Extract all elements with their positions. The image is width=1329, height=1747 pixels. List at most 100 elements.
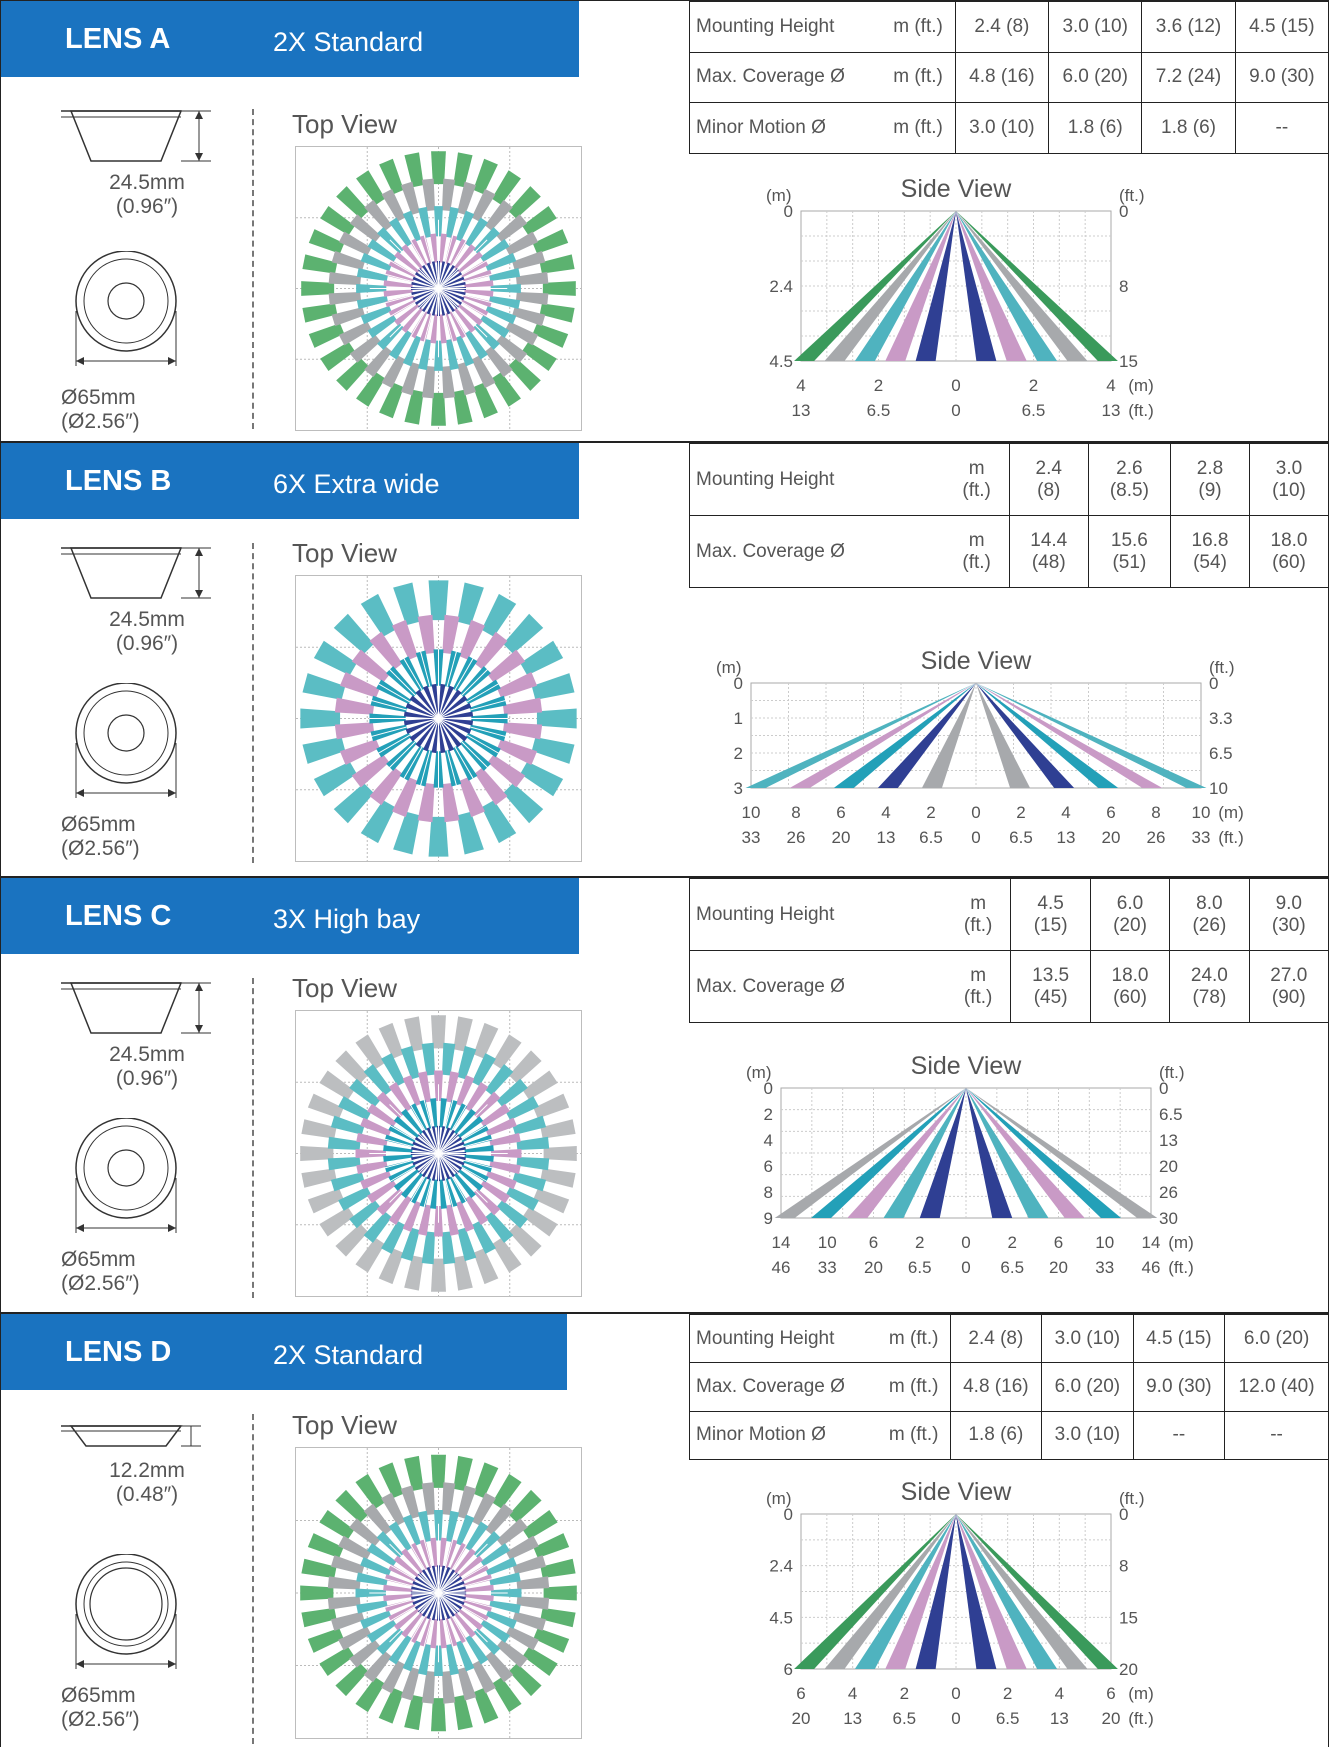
coverage-zone	[463, 1574, 493, 1587]
coverage-zone	[506, 1535, 539, 1560]
bottom-tick-m: (m)	[1128, 376, 1153, 395]
spec-value: 3.6 (12)	[1141, 1, 1236, 53]
bottom-tick-m: 4	[1061, 803, 1070, 822]
coverage-zone	[438, 1581, 465, 1593]
spec-value: 3.0(10)	[1249, 443, 1329, 516]
coverage-zone	[426, 1593, 439, 1620]
spec-value: 3.0 (10)	[954, 102, 1050, 154]
coverage-zone	[333, 783, 374, 824]
coverage-zone	[367, 1180, 397, 1204]
right-tick: 3.3	[1209, 709, 1233, 728]
coverage-zone	[360, 305, 392, 325]
coverage-zone	[414, 288, 439, 305]
bottom-tick-ft: 6.5	[1000, 1258, 1024, 1277]
coverage-zone	[465, 217, 488, 247]
left-tick: 4.5	[769, 352, 793, 371]
top-view-label: Top View	[292, 109, 398, 139]
coverage-zone	[328, 271, 362, 286]
coverage-zone	[438, 272, 463, 289]
coverage-zone	[335, 1050, 369, 1084]
divider	[252, 543, 254, 863]
coverage-zone	[453, 307, 476, 333]
coverage-zone	[388, 259, 417, 278]
coverage-zone	[393, 1169, 420, 1191]
bottom-tick-m: 10	[1095, 1233, 1114, 1252]
bottom-tick-ft: 0	[951, 401, 960, 420]
coverage-zone	[431, 1698, 446, 1732]
coverage-zone	[489, 1572, 521, 1586]
coverage-zone	[331, 250, 365, 270]
coverage-zone	[383, 1145, 413, 1153]
spec-value: --	[1224, 1410, 1329, 1461]
coverage-zone	[431, 392, 446, 426]
spec-value: 27.0(90)	[1248, 950, 1329, 1023]
right-tick: 6.5	[1209, 744, 1233, 763]
coverage-zone	[393, 582, 420, 626]
coverage-zone	[441, 1042, 456, 1076]
diameter-mm: Ø65mm	[61, 813, 136, 836]
coverage-zone	[515, 271, 549, 286]
coverage-zone	[391, 777, 418, 818]
coverage-zone	[401, 1172, 423, 1199]
right-tick: 15	[1119, 1608, 1138, 1627]
coverage-zone	[489, 1132, 521, 1147]
coverage-zone	[356, 268, 388, 282]
coverage-zone	[360, 1557, 392, 1576]
coverage-zone	[384, 1134, 414, 1148]
right-tick: 0	[1159, 1079, 1168, 1098]
coverage-zone	[381, 1053, 406, 1086]
spec-value: 18.0(60)	[1089, 950, 1171, 1023]
bottom-tick-ft: 6.5	[867, 401, 891, 420]
spec-value: 2.4 (8)	[949, 1313, 1043, 1364]
bottom-tick-ft: 33	[742, 828, 761, 847]
coverage-zone	[457, 1045, 477, 1080]
coverage-zone	[457, 303, 483, 326]
bottom-tick-ft: 20	[1049, 1258, 1068, 1277]
spec-unit: m (ft.)	[877, 1410, 951, 1461]
coverage-zone	[505, 321, 539, 346]
bottom-tick-m: 0	[951, 376, 960, 395]
lens-profile-diagram	[61, 982, 211, 1034]
coverage-zone	[441, 1231, 456, 1265]
lens-c-banner: LENS C 3X High bay	[1, 878, 579, 954]
detection-beam	[956, 211, 1027, 361]
coverage-zone	[415, 718, 439, 748]
spec-unit: m(ft.)	[945, 878, 1012, 951]
bottom-tick-m: 0	[971, 803, 980, 822]
height-in: (0.96″)	[115, 195, 179, 218]
bottom-tick-ft: 46	[772, 1258, 791, 1277]
lens-d-banner: LENS D 2X Standard	[1, 1314, 567, 1390]
coverage-zone	[327, 1576, 361, 1590]
coverage-zone	[438, 1593, 456, 1617]
coverage-zone	[400, 1667, 420, 1701]
spec-unit: m (ft.)	[881, 1, 956, 53]
coverage-zone	[419, 1178, 433, 1208]
bottom-tick-m: 2	[926, 803, 935, 822]
coverage-zone	[540, 1168, 576, 1188]
coverage-zone	[441, 1482, 456, 1515]
coverage-zone	[512, 1555, 547, 1575]
coverage-zone	[480, 1619, 510, 1643]
coverage-zone	[516, 1156, 550, 1171]
coverage-zone	[393, 1555, 420, 1578]
spec-value: 6.0 (20)	[1041, 1362, 1134, 1412]
coverage-zone	[465, 1521, 489, 1551]
coverage-zone	[453, 152, 473, 188]
coverage-zone	[506, 1096, 539, 1121]
right-tick: 15	[1119, 352, 1138, 371]
coverage-zone	[438, 702, 472, 719]
coverage-zone	[481, 800, 517, 844]
left-tick: 3	[734, 779, 743, 798]
lens-name: LENS C	[65, 900, 172, 932]
coverage-zone	[512, 1172, 547, 1192]
bottom-tick-m: 10	[1192, 803, 1211, 822]
coverage-zone	[463, 1159, 493, 1173]
coverage-zone	[339, 671, 380, 698]
bottom-tick-m: 6	[1106, 1684, 1115, 1703]
coverage-zone	[430, 1179, 438, 1209]
coverage-zone	[471, 355, 496, 389]
coverage-zone	[349, 1639, 381, 1668]
coverage-zone	[438, 718, 472, 735]
spec-value: 1.8 (6)	[1141, 102, 1236, 154]
spec-value: 14.4(48)	[1008, 515, 1089, 588]
